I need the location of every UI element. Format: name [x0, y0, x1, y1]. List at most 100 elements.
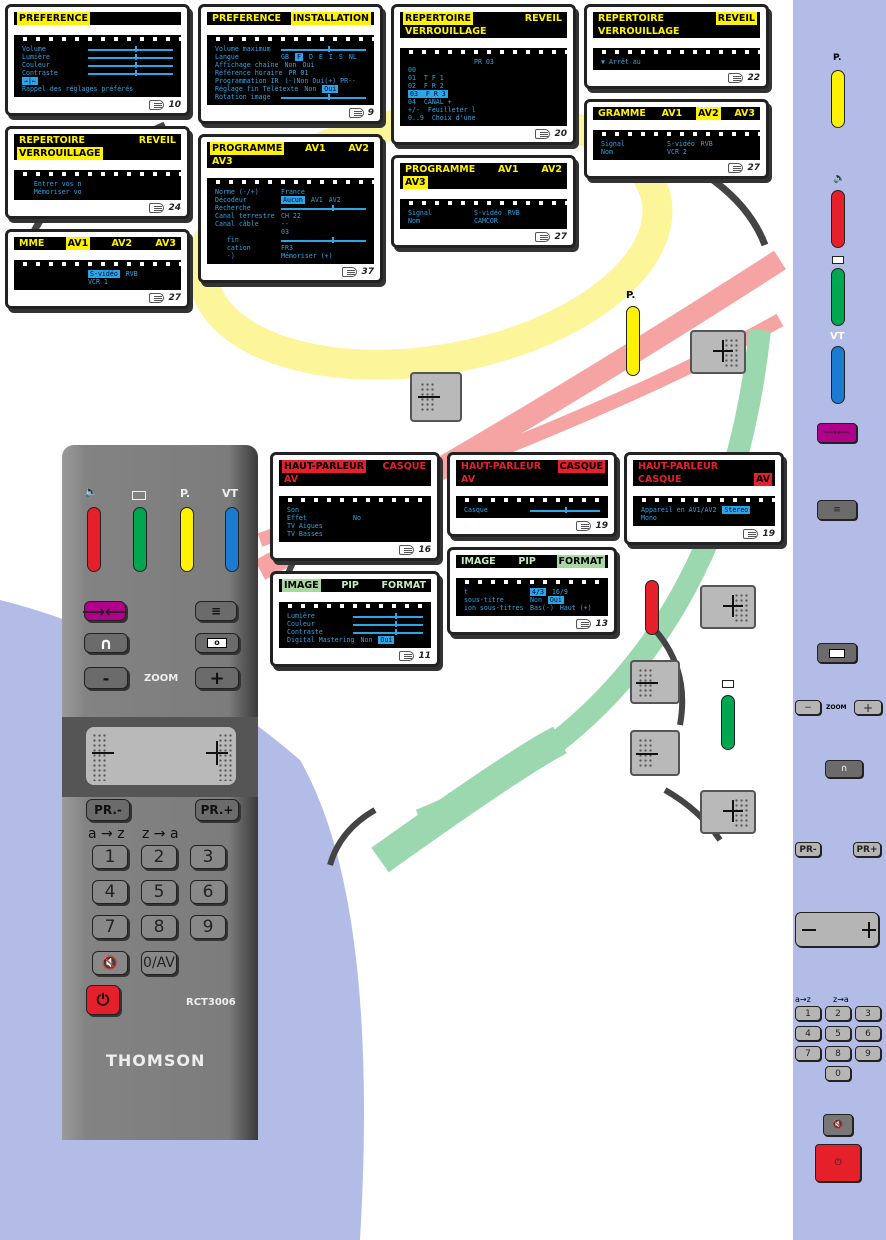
- menu-tab[interactable]: AV2: [111, 238, 133, 249]
- digit-key-8[interactable]: 8: [141, 915, 177, 939]
- digit-key-5[interactable]: 5: [141, 880, 177, 904]
- digit-key-7[interactable]: 7: [92, 915, 128, 939]
- digit-key-1[interactable]: 1: [92, 845, 128, 869]
- zero-av-key[interactable]: 0/AV: [141, 951, 177, 975]
- menu-tab[interactable]: PIP: [341, 580, 359, 591]
- menu-tab[interactable]: AV3: [403, 176, 428, 189]
- menu-tabs: REPERTOIRE REVEIL VERROUILLAGE: [14, 134, 181, 160]
- menu-tab[interactable]: AV1: [497, 164, 519, 175]
- selected-option[interactable]: F: [294, 53, 303, 61]
- menu-tab[interactable]: AV3: [155, 238, 176, 249]
- selected-option[interactable]: Oui: [378, 636, 395, 644]
- menu-value: ▼ Arrêt au: [601, 58, 641, 66]
- slider[interactable]: [353, 628, 423, 636]
- yellow-key[interactable]: [180, 507, 194, 572]
- menu-tab[interactable]: PROGRAMME: [210, 142, 285, 155]
- menu-value: CH 22: [281, 212, 301, 220]
- green-key[interactable]: [133, 507, 147, 572]
- menu-tab[interactable]: REVEIL: [524, 13, 562, 24]
- selected-option[interactable]: Oui: [322, 85, 339, 93]
- menu-tab[interactable]: FORMAT: [381, 580, 426, 591]
- slider[interactable]: [281, 204, 366, 212]
- power-key[interactable]: ⏻: [86, 985, 120, 1015]
- menu-tab[interactable]: AV1: [65, 237, 91, 250]
- zoom-minus-key[interactable]: -: [84, 667, 128, 689]
- slider[interactable]: [530, 506, 600, 514]
- menu-tab[interactable]: PREFERENCE: [17, 12, 90, 25]
- slider[interactable]: [281, 236, 366, 244]
- menu-tab[interactable]: IMAGE: [282, 579, 321, 592]
- slider[interactable]: [88, 69, 173, 77]
- menu-tab[interactable]: HAUT-PARLEUR: [461, 461, 542, 472]
- digit-key-6[interactable]: 6: [190, 880, 226, 904]
- selected-option[interactable]: Oui: [547, 596, 564, 604]
- blue-key[interactable]: [225, 507, 239, 572]
- menu-tab[interactable]: REPERTOIRE: [598, 13, 665, 24]
- digit-key-3[interactable]: 3: [190, 845, 226, 869]
- menu-tab[interactable]: IMAGE: [461, 556, 496, 567]
- selected-option[interactable]: →|←: [22, 77, 38, 85]
- menu-tab[interactable]: AV3: [734, 108, 755, 119]
- menu-tab[interactable]: AV: [461, 474, 476, 485]
- menu-tab[interactable]: PREFERENCE: [212, 13, 281, 24]
- menu-tab[interactable]: PIP: [518, 556, 536, 567]
- menu-tab[interactable]: MME: [19, 238, 45, 249]
- menu-tab[interactable]: VERROUILLAGE: [405, 26, 487, 37]
- menu-row: 01 T F 1: [408, 74, 559, 82]
- menu-tab[interactable]: REVEIL: [138, 135, 176, 146]
- menu-tab[interactable]: AV3: [212, 156, 233, 167]
- menu-tab[interactable]: AV2: [541, 164, 562, 175]
- menu-tab[interactable]: REPERTOIRE: [403, 12, 474, 25]
- menu-row: →|←Rappel des réglages préférés: [22, 77, 173, 93]
- slider[interactable]: [281, 93, 366, 101]
- volume-pad[interactable]: [84, 725, 238, 787]
- menu-tab[interactable]: CASQUE: [638, 474, 682, 485]
- menu-key[interactable]: ⟶⟵: [82, 601, 128, 621]
- headphone-key[interactable]: ∩: [84, 633, 128, 653]
- menu-tab[interactable]: AV: [284, 474, 299, 485]
- red-key[interactable]: [87, 507, 101, 572]
- menu-tab[interactable]: AV2: [348, 143, 369, 154]
- mute-key[interactable]: 🔇: [92, 951, 128, 975]
- p-key-label: P.: [626, 290, 636, 301]
- selected-option[interactable]: Stereo: [722, 506, 751, 514]
- menu-tab[interactable]: INSTALLATION: [290, 12, 371, 25]
- menu-tab[interactable]: PROGRAMME: [405, 164, 476, 175]
- selected-option[interactable]: 4/3: [530, 588, 546, 596]
- menu-tab[interactable]: VERROUILLAGE: [17, 147, 103, 160]
- menu-tab[interactable]: HAUT-PARLEUR: [282, 460, 367, 473]
- teletext-key[interactable]: ≡: [195, 601, 237, 621]
- slider[interactable]: [88, 53, 173, 61]
- photo-key[interactable]: o: [195, 633, 239, 653]
- pr-plus-key[interactable]: PR.+: [195, 799, 239, 821]
- model-label: RCT3006: [186, 997, 236, 1008]
- slider[interactable]: [88, 45, 173, 53]
- slider[interactable]: [88, 61, 173, 69]
- zoom-plus-key[interactable]: +: [195, 667, 239, 689]
- menu-tab[interactable]: VERROUILLAGE: [598, 26, 680, 37]
- menu-tab[interactable]: HAUT-PARLEUR: [638, 461, 719, 472]
- slider[interactable]: [353, 612, 423, 620]
- selected-option[interactable]: Aucun: [281, 196, 305, 204]
- digit-key-9[interactable]: 9: [190, 915, 226, 939]
- menu-tab[interactable]: AV1: [661, 108, 683, 119]
- menu-tab[interactable]: REPERTOIRE: [19, 135, 86, 146]
- menu-tabs: REPERTOIRE REVEIL VERROUILLAGE: [400, 12, 567, 38]
- pr-minus-key[interactable]: PR.-: [86, 799, 130, 821]
- menu-tab[interactable]: CASQUE: [382, 461, 426, 472]
- menu-tab[interactable]: AV: [753, 473, 772, 486]
- menu-value: --: [281, 220, 289, 228]
- digit-key-4[interactable]: 4: [92, 880, 128, 904]
- digit-key-2[interactable]: 2: [141, 845, 177, 869]
- menu-tab[interactable]: CASQUE: [557, 460, 605, 473]
- selected-option[interactable]: S-vidéo: [88, 270, 120, 278]
- slider[interactable]: [281, 45, 366, 53]
- slider[interactable]: [353, 620, 423, 628]
- menu-tab[interactable]: AV2: [695, 107, 721, 120]
- selected-option[interactable]: 03 F R 3: [408, 90, 448, 98]
- menu-tab[interactable]: REVEIL: [715, 12, 757, 25]
- menu-tab[interactable]: FORMAT: [556, 555, 605, 568]
- menu-tab[interactable]: GRAMME: [598, 108, 646, 119]
- menu-tab[interactable]: AV1: [304, 143, 326, 154]
